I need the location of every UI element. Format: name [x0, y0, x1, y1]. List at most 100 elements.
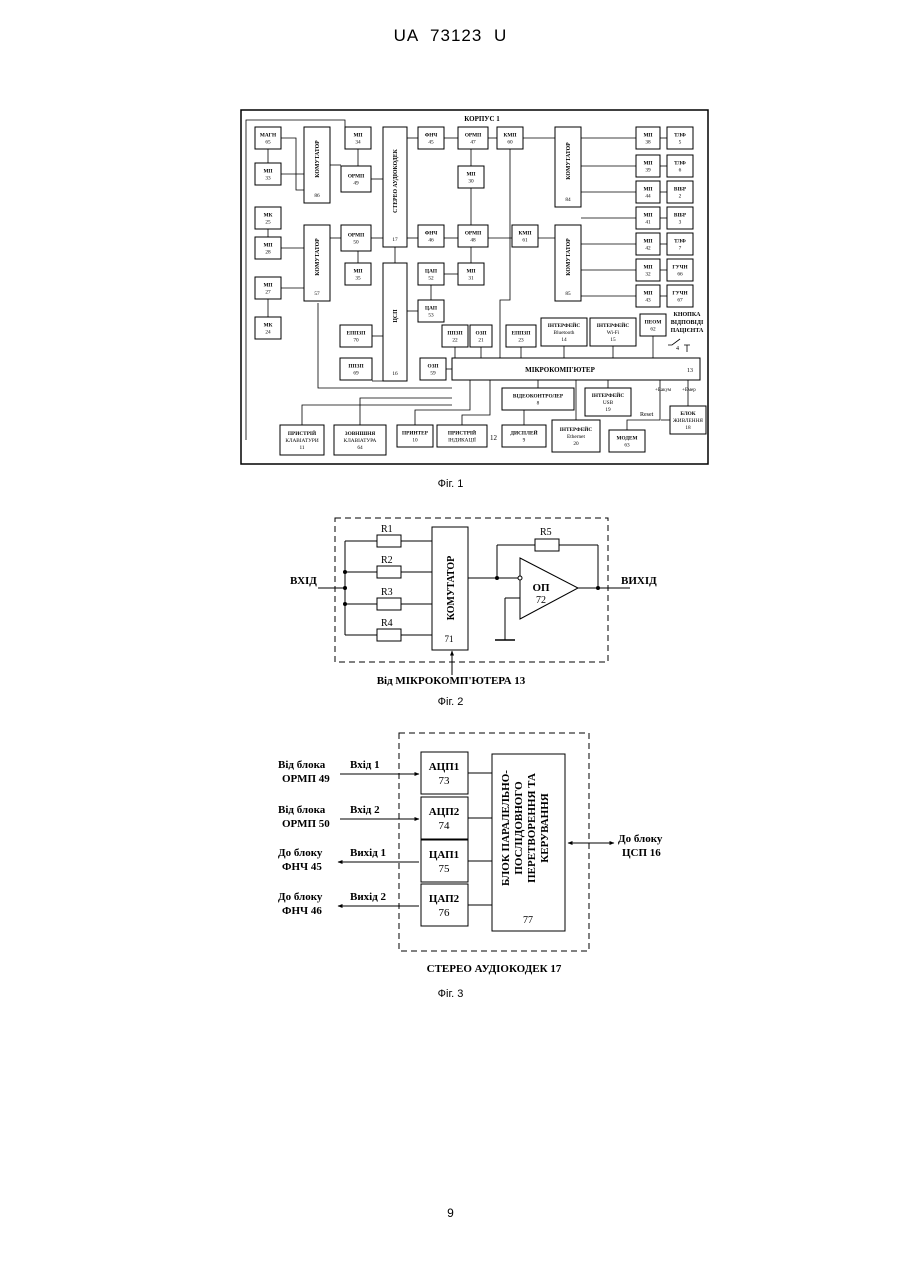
svg-text:МП: МП: [643, 239, 653, 245]
svg-text:8: 8: [537, 401, 540, 407]
fig2-output-label: ВИХІД: [621, 575, 657, 587]
svg-text:АЦП1: АЦП1: [429, 761, 460, 773]
svg-text:ГУЧН: ГУЧН: [672, 291, 688, 297]
fig3-right-label-1: До блоку: [618, 833, 663, 845]
svg-text:64: 64: [357, 445, 363, 451]
block-fnch45: ФНЧ45: [418, 127, 444, 149]
svg-text:МІКРОКОМП'ЮТЕР: МІКРОКОМП'ЮТЕР: [525, 366, 595, 374]
svg-text:ФНЧ 45: ФНЧ 45: [282, 861, 322, 873]
block-mp41: МП41: [636, 207, 660, 229]
svg-text:6: 6: [679, 168, 682, 174]
resistor-r3: [377, 598, 401, 610]
block-tlf7: ТЛФ7: [667, 233, 693, 255]
fig2-switch-block: КОМУТАТОР 71: [432, 527, 468, 650]
block-codec17: СТЕРЕО АУДІОКОДЕК17: [383, 127, 407, 247]
svg-text:ПРИНТЕР: ПРИНТЕР: [402, 431, 429, 437]
svg-text:КЕРУВАННЯ: КЕРУВАННЯ: [539, 793, 551, 863]
svg-text:25: 25: [265, 220, 271, 226]
block-mp43: МП43: [636, 285, 660, 307]
svg-text:ВІДЕОКОНТРОЛЕР: ВІДЕОКОНТРОЛЕР: [513, 394, 564, 400]
block-eppzu23: ЕППЗП23: [506, 325, 536, 347]
svg-text:Bluetooth: Bluetooth: [554, 330, 575, 336]
block-mp30: МП30: [458, 166, 484, 188]
svg-text:20: 20: [573, 441, 579, 447]
svg-text:ОРМП: ОРМП: [348, 174, 365, 180]
svg-text:ЗОВНІШНЯ: ЗОВНІШНЯ: [345, 431, 376, 437]
svg-text:МП: МП: [643, 213, 653, 219]
svg-text:48: 48: [470, 238, 476, 244]
svg-text:КОМУТАТОР: КОМУТАТОР: [315, 238, 321, 276]
svg-text:67: 67: [677, 298, 683, 304]
opamp-label: ОП: [532, 582, 550, 594]
svg-text:47: 47: [470, 140, 476, 146]
svg-text:МП: МП: [466, 269, 476, 275]
svg-text:38: 38: [645, 140, 651, 146]
svg-text:66: 66: [677, 272, 683, 278]
svg-text:ПЕРЕТВОРЕННЯ ТА: ПЕРЕТВОРЕННЯ ТА: [526, 773, 538, 883]
svg-text:77: 77: [523, 915, 533, 926]
svg-text:КОМУТАТОР: КОМУТАТОР: [446, 556, 457, 621]
svg-text:31: 31: [468, 276, 474, 282]
block-kmp60: КМП60: [497, 127, 523, 149]
svg-text:Ethernet: Ethernet: [567, 434, 585, 440]
resistor-r4: [377, 629, 401, 641]
fig2-bottom-label: Від МІКРОКОМП'ЮТЕРА 13: [377, 675, 526, 687]
svg-text:86: 86: [314, 193, 320, 199]
svg-text:19: 19: [605, 407, 611, 413]
patient-button: КНОПКА ВІДПОВІДІ ПАЦІЄНТА 4: [668, 312, 704, 352]
svg-text:3: 3: [679, 220, 682, 226]
svg-text:57: 57: [314, 291, 320, 297]
block-eth20: ІНТЕРФЕЙСEthernet20: [552, 420, 600, 452]
block-ormp47: ОРМП47: [458, 127, 488, 149]
fig3-bottom-label: СТЕРЕО АУДІОКОДЕК 17: [427, 963, 562, 975]
svg-text:МП: МП: [643, 133, 653, 139]
svg-text:ВІБР: ВІБР: [674, 187, 687, 193]
svg-text:МК: МК: [264, 323, 273, 329]
svg-text:76: 76: [439, 907, 451, 919]
svg-text:ПРИСТРІЙ: ПРИСТРІЙ: [288, 429, 317, 437]
svg-text:34: 34: [355, 140, 361, 146]
svg-text:МП: МП: [643, 161, 653, 167]
svg-text:ІНТЕРФЕЙС: ІНТЕРФЕЙС: [597, 321, 630, 329]
emer-label: +Eмер: [682, 388, 696, 393]
block-tlf5: ТЛФ5: [667, 127, 693, 149]
r5-label: R5: [540, 527, 552, 538]
svg-text:МП: МП: [263, 169, 273, 175]
svg-text:41: 41: [645, 220, 651, 226]
block-disp9: ДИСПЛЕЙ9: [502, 425, 546, 447]
svg-text:2: 2: [679, 194, 682, 200]
svg-text:69: 69: [353, 371, 359, 377]
svg-text:62: 62: [650, 327, 656, 333]
svg-text:ПАЦІЄНТА: ПАЦІЄНТА: [671, 328, 704, 334]
converter-2: АЦП274: [421, 797, 468, 839]
svg-text:42: 42: [645, 246, 651, 252]
block-mp27: МП27: [255, 277, 281, 299]
converter-4: ЦАП276: [421, 884, 468, 926]
svg-text:ПРИСТРІЙ: ПРИСТРІЙ: [448, 429, 477, 437]
block-kom57: КОМУТАТОР 57: [304, 225, 330, 301]
block-mp28: МП28: [255, 237, 281, 259]
block-mp32: МП32: [636, 259, 660, 281]
svg-text:ОРМП: ОРМП: [465, 231, 482, 237]
svg-text:ППЗП: ППЗП: [348, 364, 364, 370]
fig3-signal-4: Вихід 2: [350, 891, 387, 903]
svg-text:16: 16: [392, 371, 398, 377]
svg-text:13: 13: [687, 368, 693, 374]
fig3-right-label-2: ЦСП 16: [622, 847, 661, 859]
block-ozp59: ОЗП59: [420, 358, 446, 380]
svg-text:ФНЧ: ФНЧ: [425, 133, 438, 139]
svg-text:17: 17: [392, 237, 398, 243]
svg-text:БЛОК ПАРАЛЕЛЬНО-: БЛОК ПАРАЛЕЛЬНО-: [500, 770, 512, 886]
svg-text:49: 49: [353, 181, 359, 187]
converter-3: ЦАП175: [421, 840, 468, 882]
svg-text:4: 4: [676, 346, 679, 352]
block-eppzu70: ЕППЗП70: [340, 325, 372, 347]
figure-1-block-diagram: КОРПУС 1 МАГН65МП33МК25МП28МП27МК24КОМУТ…: [241, 110, 708, 464]
figure-2-circuit: ВХІД R1R2R3R4 КОМУТАТОР 71 R5 ОП 72 ВИХІ…: [290, 518, 657, 687]
block-ormp48: ОРМП48: [458, 225, 488, 247]
svg-text:65: 65: [265, 140, 271, 146]
block-peom62: ПЕОМ62: [640, 314, 666, 336]
converter-1: АЦП173: [421, 752, 468, 794]
housing-label: КОРПУС 1: [464, 115, 500, 123]
svg-text:21: 21: [478, 338, 484, 344]
